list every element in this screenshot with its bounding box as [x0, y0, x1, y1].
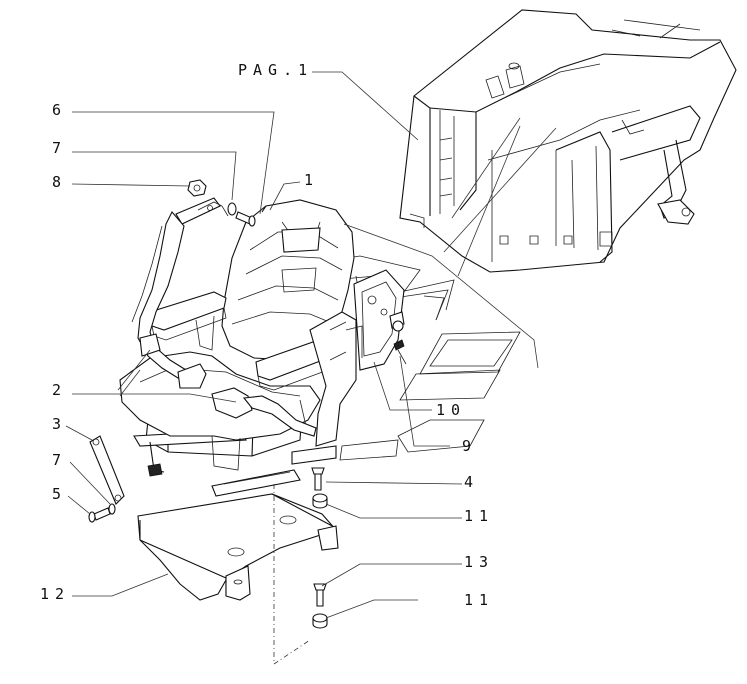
callout-9: 9 [462, 437, 478, 455]
callout-1: 1 [304, 171, 320, 189]
callout-6: 6 [52, 101, 68, 119]
callout-leaders [65, 71, 463, 619]
callout-7-lower: 7 [52, 451, 68, 469]
callout-8: 8 [52, 173, 68, 191]
washer-7-upper [227, 202, 237, 216]
bolt-5 [88, 507, 111, 523]
screw-13 [313, 583, 327, 607]
callout-2: 2 [52, 381, 68, 399]
seat-mounting-bracket-12 [137, 493, 339, 601]
seat-belt [131, 197, 317, 437]
callout-4: 4 [464, 473, 480, 491]
callout-7-upper: 7 [52, 139, 68, 157]
screw-4 [311, 467, 325, 491]
screw-9 [393, 339, 407, 365]
bushing-11-lower [312, 613, 328, 629]
bushing-11-upper [312, 493, 328, 509]
belt-anchor-bracket-3 [89, 435, 125, 505]
callout-13: 13 [464, 553, 495, 571]
callout-3: 3 [52, 415, 68, 433]
callout-12: 12 [40, 585, 71, 603]
bolt-6 [235, 211, 256, 227]
callout-11-lower: 11 [464, 591, 495, 609]
washer-7-lower [108, 503, 116, 515]
callout-11-upper: 11 [464, 507, 495, 525]
cab-frame [399, 9, 737, 273]
assembly-lines [117, 117, 557, 665]
nut-10 [392, 320, 404, 332]
callout-5: 5 [52, 485, 68, 503]
callout-page-ref: PAG.1 [238, 61, 314, 79]
callout-10: 10 [436, 401, 467, 419]
hex-nut-8 [187, 179, 207, 197]
